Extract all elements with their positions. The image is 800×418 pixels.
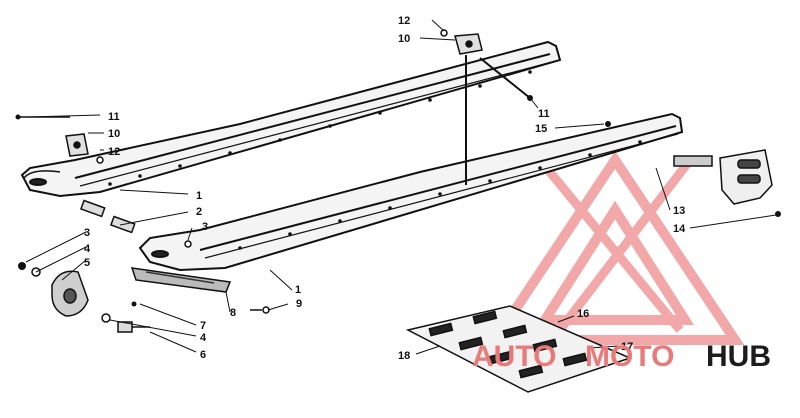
leader-lines bbox=[25, 19, 777, 355]
callout-4-upper: 4 bbox=[84, 243, 91, 255]
callout-1-upper: 1 bbox=[196, 190, 202, 202]
washer-12-upper bbox=[440, 29, 448, 37]
callout-15: 15 bbox=[535, 123, 547, 135]
callout-11-left: 11 bbox=[108, 111, 120, 123]
rail-block-left bbox=[65, 133, 89, 157]
washer-12-left bbox=[96, 156, 104, 164]
washer-4-lower bbox=[101, 313, 111, 323]
callout-8: 8 bbox=[230, 307, 236, 319]
screw-14 bbox=[775, 211, 781, 217]
callout-4-lower: 4 bbox=[200, 332, 207, 344]
bolt-11-upper bbox=[479, 57, 531, 99]
callout-labels: 1 1 2 3 3 4 4 5 6 7 8 9 10 10 11 11 11 1… bbox=[84, 15, 686, 362]
callout-10-upper: 10 bbox=[398, 33, 410, 45]
watermark-hub: HUB bbox=[706, 340, 771, 373]
lower-slide-rail bbox=[138, 112, 684, 272]
callout-16: 16 bbox=[577, 308, 589, 320]
callout-7: 7 bbox=[200, 320, 206, 332]
callout-12-left: 12 bbox=[108, 146, 120, 158]
callout-3-right: 3 bbox=[202, 221, 208, 233]
callout-14: 14 bbox=[673, 223, 686, 235]
nut-3-left bbox=[18, 262, 26, 270]
wear-strip-8 bbox=[130, 267, 232, 293]
upper-slide-rail bbox=[20, 40, 562, 198]
callout-13: 13 bbox=[673, 205, 685, 217]
callout-11-right: 11 bbox=[538, 108, 550, 120]
watermark-auto: AUTO bbox=[472, 340, 556, 373]
watermark-text: AUTO MOTO HUB bbox=[472, 340, 771, 373]
front-shoe-5 bbox=[51, 270, 89, 317]
callout-10-left: 10 bbox=[108, 128, 120, 140]
callout-6: 6 bbox=[200, 349, 206, 361]
screw-9 bbox=[250, 306, 270, 314]
callout-1-lower: 1 bbox=[295, 284, 301, 296]
watermark-logo bbox=[485, 150, 745, 345]
track-belt bbox=[405, 305, 633, 393]
callout-3-left: 3 bbox=[84, 227, 90, 239]
nut-3-right bbox=[184, 240, 192, 248]
callout-18: 18 bbox=[398, 350, 410, 362]
callout-17: 17 bbox=[621, 341, 633, 353]
rivet-7 bbox=[131, 301, 137, 307]
rail-block-upper bbox=[454, 33, 483, 55]
bolt-15 bbox=[605, 121, 611, 127]
callout-9: 9 bbox=[296, 298, 302, 310]
watermark-moto: MOTO bbox=[585, 340, 674, 373]
callout-12-upper: 12 bbox=[398, 15, 410, 27]
callout-2: 2 bbox=[196, 206, 202, 218]
callout-5: 5 bbox=[84, 257, 90, 269]
bracket-plate-13 bbox=[673, 149, 773, 205]
